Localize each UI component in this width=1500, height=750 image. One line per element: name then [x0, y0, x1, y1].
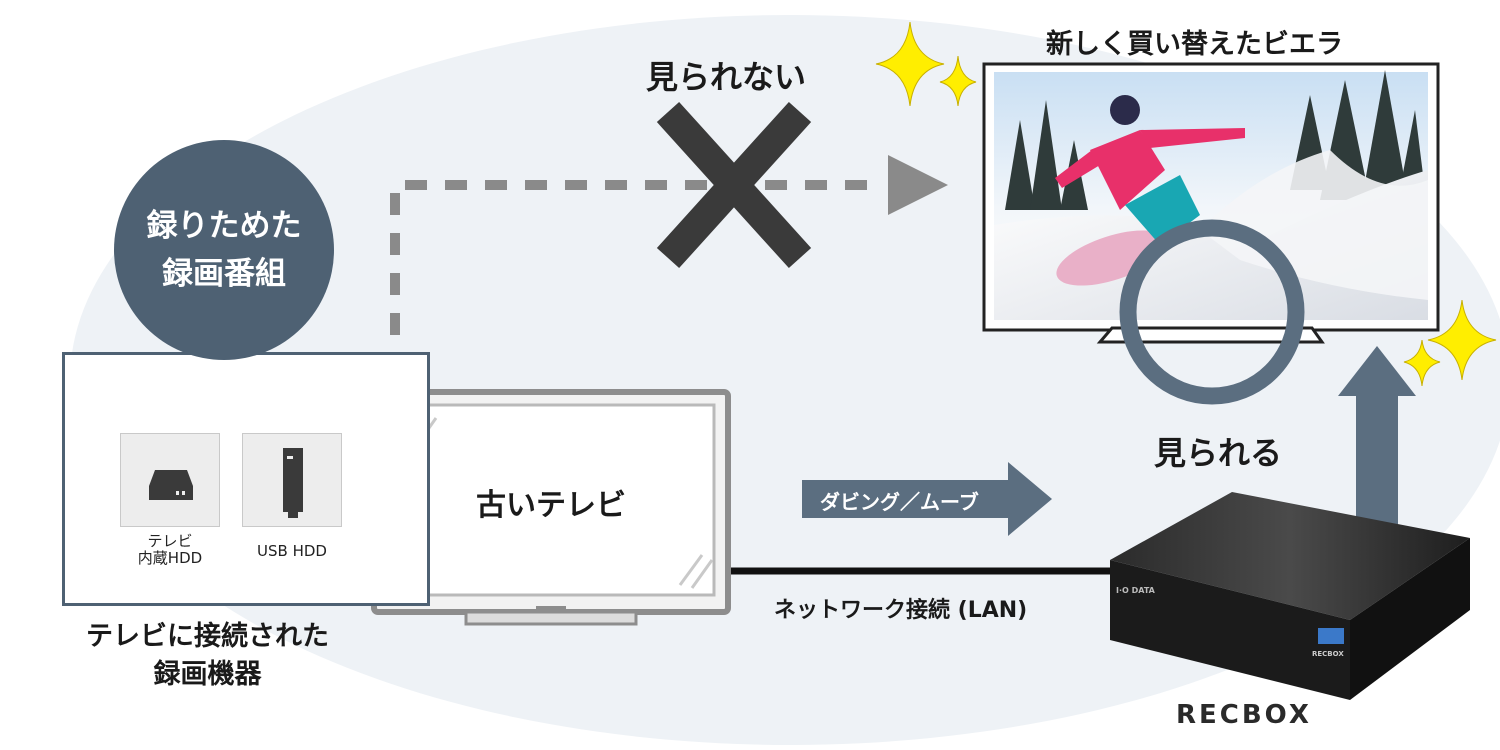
usb-hdd-tile	[242, 433, 342, 527]
recbox-device	[1110, 492, 1470, 700]
not-viewable-label: 見られない	[646, 58, 807, 96]
old-tv-label: 古いテレビ	[476, 488, 626, 523]
circle-icon	[1119, 219, 1305, 405]
internal-hdd-tile	[120, 433, 220, 527]
devices-label: テレビに接続された 録画機器	[86, 621, 329, 690]
new-tv-label: 新しく買い替えたビエラ	[1046, 29, 1343, 60]
recordings-bubble: 録りためた 録画番組	[114, 140, 334, 360]
old-tv	[371, 389, 731, 626]
hdd-icon	[149, 470, 193, 500]
device-brand: I·O DATA	[1116, 586, 1155, 595]
network-label: ネットワーク接続 (LAN)	[774, 598, 1028, 623]
internal-hdd-label: テレビ 内蔵HDD	[137, 532, 203, 567]
usb-hdd-label: USB HDD	[257, 542, 327, 560]
arrow-up-icon	[1338, 346, 1416, 524]
recording-devices-box: テレビ 内蔵HDD USB HDD	[62, 352, 430, 606]
dubbing-arrow	[802, 462, 1052, 536]
dotted-arrowhead	[888, 155, 948, 215]
recordings-line1: 録りためた	[146, 208, 302, 244]
device-logo: RECBOX	[1312, 650, 1344, 658]
cross-icon	[656, 101, 812, 269]
viewable-label: 見られる	[1154, 434, 1283, 472]
usb-stick-icon	[283, 448, 303, 518]
brand-logo: RECBOX	[1176, 700, 1312, 730]
recordings-line2: 録画番組	[162, 256, 286, 292]
sparkle-icon	[875, 21, 1497, 387]
dubbing-label: ダビング／ムーブ	[820, 490, 979, 514]
new-tv	[982, 62, 1440, 344]
